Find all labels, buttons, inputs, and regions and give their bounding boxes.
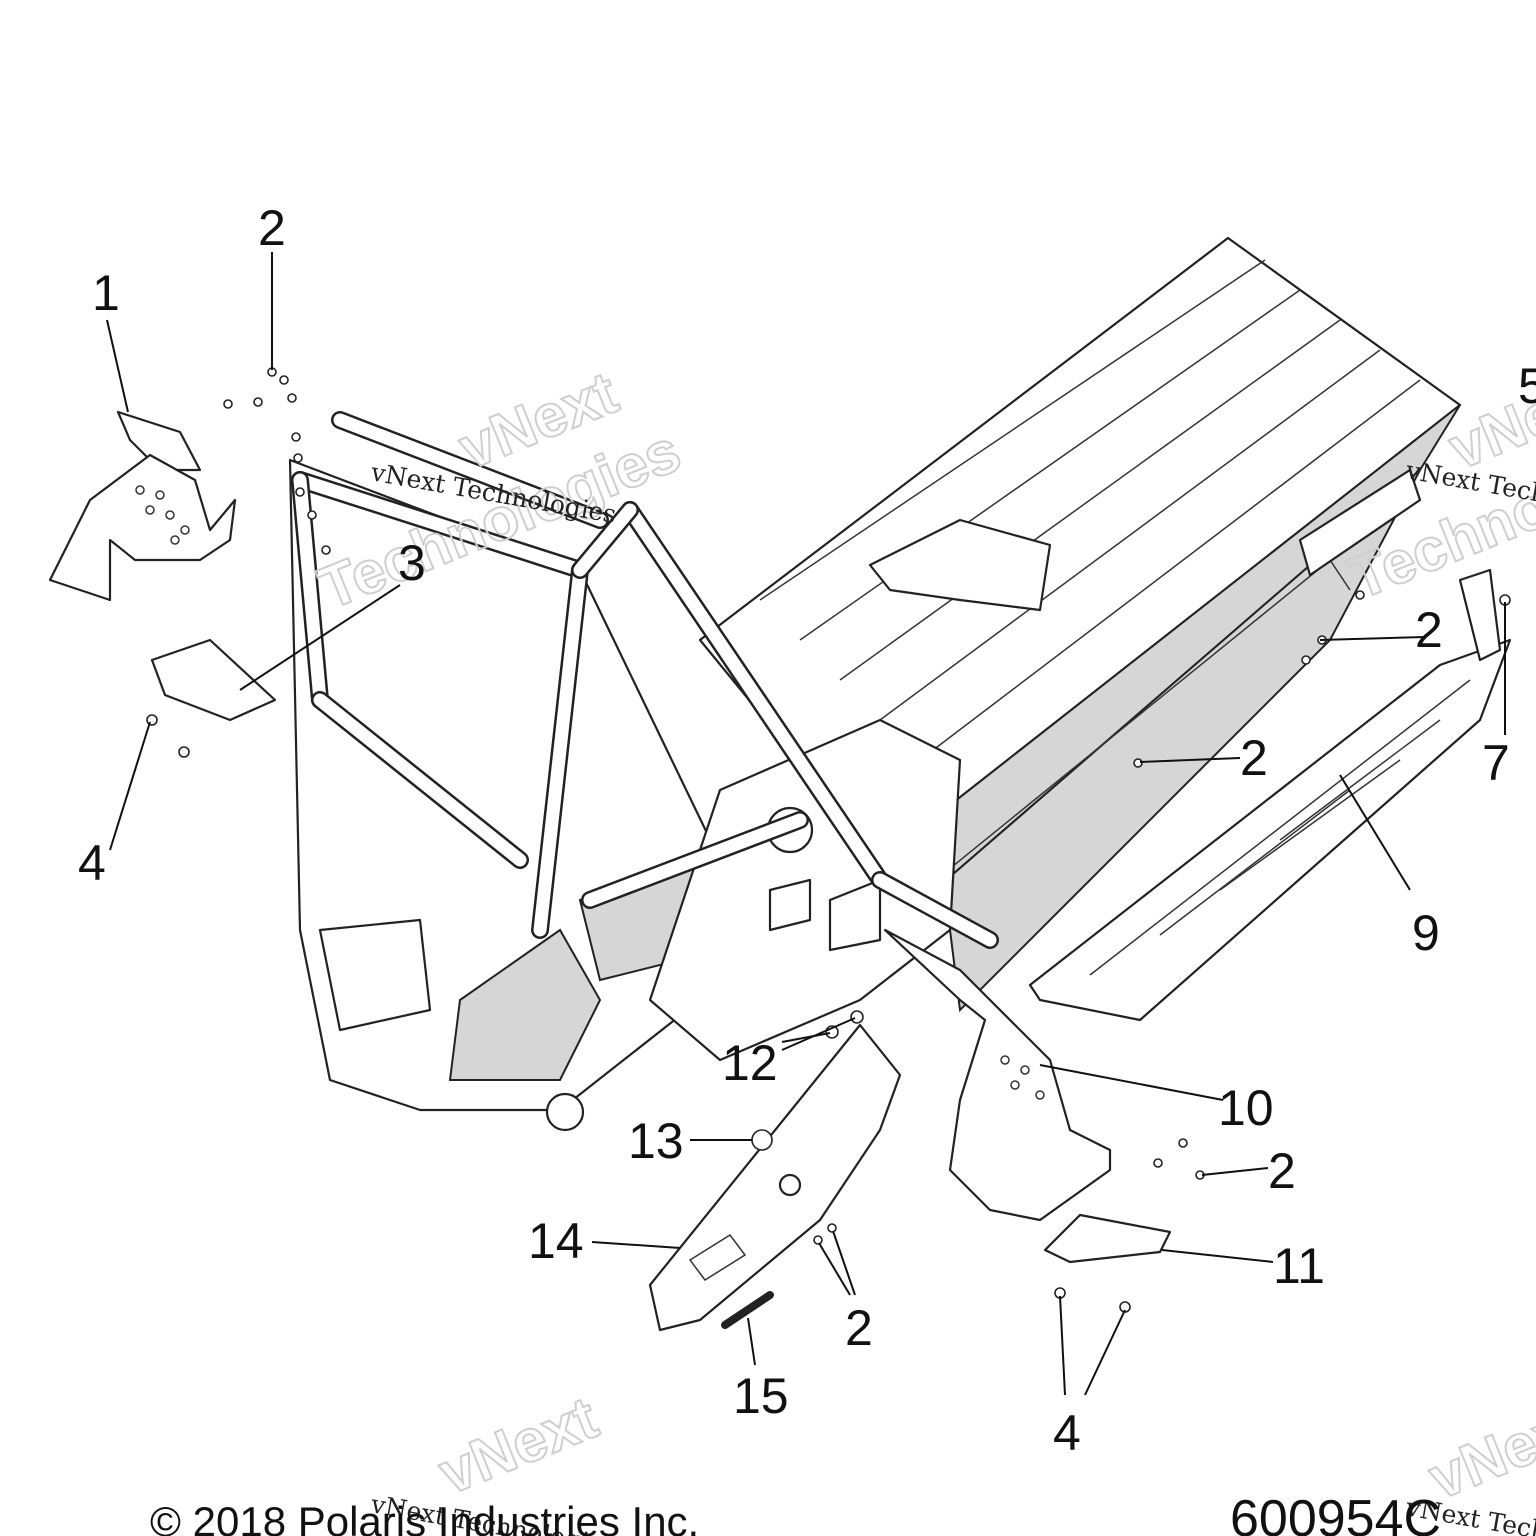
part-10-shield	[883, 928, 1112, 1222]
drawing-number: 600954C	[1230, 1490, 1441, 1536]
callout-4-bottom: 4	[1053, 1405, 1081, 1461]
part-14-panel	[648, 1023, 902, 1332]
callout-5: 5	[1518, 358, 1536, 414]
callout-2-lower-right: 2	[1268, 1143, 1296, 1199]
callout-4-left: 4	[78, 835, 106, 891]
fastener-bolts	[146, 367, 1511, 1313]
front-chassis	[288, 411, 999, 1132]
part-13-fastener	[751, 1129, 773, 1151]
callout-7: 7	[1482, 735, 1510, 791]
callout-2-top: 2	[258, 200, 286, 256]
copyright-text: © 2018 Polaris Industries Inc.	[150, 1498, 699, 1536]
watermark-text-5: vNext	[430, 1384, 607, 1507]
callout-11: 11	[1273, 1238, 1325, 1294]
callout-9: 9	[1412, 905, 1440, 961]
part-1-bracket	[48, 410, 237, 602]
callout-12: 12	[722, 1035, 778, 1091]
callout-3: 3	[398, 535, 426, 591]
part-11-plate	[1043, 1213, 1172, 1264]
part-15-rod	[721, 1291, 774, 1329]
callout-13: 13	[628, 1113, 684, 1169]
part-12-nut-b	[850, 1010, 864, 1024]
leader-lines	[106, 252, 1506, 1396]
part-9-running-board	[1028, 568, 1512, 1022]
tunnel	[698, 236, 1462, 1013]
callout-labels: 1 2 3 4 5 2 2 7 9 10 12 13 2 14 11 2 15 …	[78, 200, 1536, 1461]
callout-14: 14	[528, 1213, 584, 1269]
callout-15: 15	[733, 1368, 789, 1424]
callout-10: 10	[1218, 1080, 1274, 1136]
callout-2-bottom: 2	[845, 1300, 873, 1356]
callout-2-right-mid: 2	[1240, 730, 1268, 786]
part-3-plate	[150, 638, 277, 722]
callout-1: 1	[92, 265, 120, 321]
callout-2-right-upper: 2	[1415, 602, 1443, 658]
